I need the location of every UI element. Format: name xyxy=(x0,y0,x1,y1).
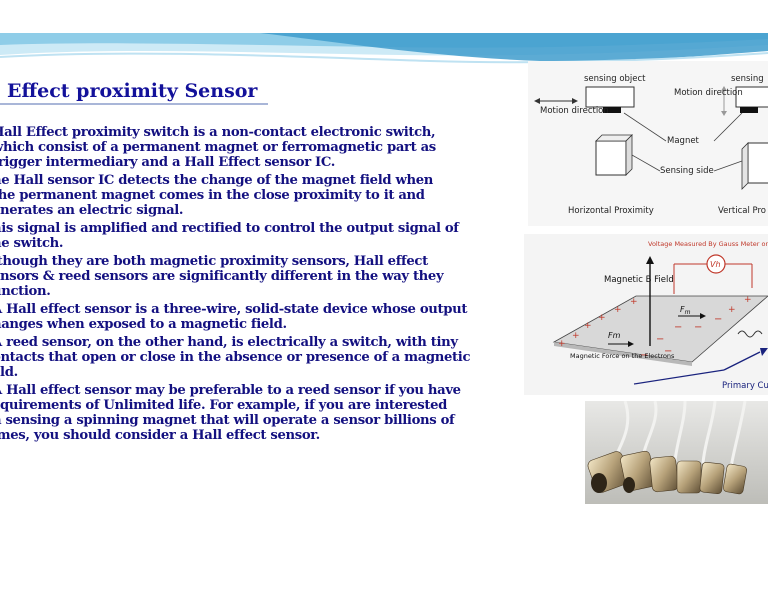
label-fm: Fm xyxy=(608,331,621,340)
proximity-diagram: sensing object sensing Motion direction … xyxy=(528,61,768,226)
bullet-line: trigger intermediary and a Hall Effect s… xyxy=(0,155,336,170)
bullet-line: his signal is amplified and rectified to… xyxy=(0,221,459,236)
header-wave-decoration xyxy=(0,33,768,64)
bullet-line: unction. xyxy=(0,284,51,299)
bullet-line: A reed sensor, on the other hand, is ele… xyxy=(0,335,458,350)
label-sensing-object: sensing object xyxy=(584,74,646,84)
bullet-line: imes, you should consider a Hall effect … xyxy=(0,428,320,443)
svg-text:−: − xyxy=(640,350,648,361)
label-primary-current: Primary Current xyxy=(722,381,768,391)
sensor-photo xyxy=(585,400,768,504)
svg-text:−: − xyxy=(714,314,722,325)
label-horizontal-proximity: Horizontal Proximity xyxy=(568,206,654,216)
bullet-line: he switch. xyxy=(0,236,64,251)
svg-text:−: − xyxy=(664,346,672,357)
bullet-line: n sensing a spinning magnet that will op… xyxy=(0,413,455,428)
hall-effect-diagram: Voltage Measured By Gauss Meter or Other… xyxy=(524,234,768,395)
bullet-line: ensors & reed sensors are significantly … xyxy=(0,269,444,284)
svg-text:−: − xyxy=(656,334,664,345)
svg-text:+: + xyxy=(598,313,606,323)
label-magnetic-field: Magnetic B Field xyxy=(604,275,674,285)
svg-text:+: + xyxy=(614,305,622,315)
bullet-item: A Hall effect sensor is a three-wire, so… xyxy=(0,302,492,332)
bullet-line: equirements of Unlimited life. For examp… xyxy=(0,398,447,413)
bullet-line: lthough they are both magnetic proximity… xyxy=(0,254,428,269)
label-vertical-proximity: Vertical Pro xyxy=(718,206,766,216)
bullet-line: the permanent magnet comes in the close … xyxy=(0,188,425,203)
svg-text:Fm: Fm xyxy=(680,305,691,316)
svg-text:Voltage Measured By Gauss Mete: Voltage Measured By Gauss Meter or Other… xyxy=(648,240,768,248)
bullet-line: ontacts that open or close in the absenc… xyxy=(0,350,471,365)
label-vh: Vh xyxy=(710,260,721,269)
title-underline xyxy=(0,103,268,105)
bullet-line: eld. xyxy=(0,365,18,380)
svg-text:+: + xyxy=(558,339,566,349)
svg-text:+: + xyxy=(630,297,638,307)
svg-text:−: − xyxy=(674,322,682,333)
label-sensing-side: Sensing side xyxy=(660,166,714,176)
bullet-line: which consist of a permanent magnet or f… xyxy=(0,140,436,155)
label-magnet: Magnet xyxy=(667,136,700,146)
label-motion-direction-right: Motion direction xyxy=(674,88,743,98)
bullet-item: Hall Effect proximity switch is a non-co… xyxy=(0,125,492,170)
label-motion-direction-left: Motion direction xyxy=(540,106,609,116)
bullet-item: lthough they are both magnetic proximity… xyxy=(0,254,492,299)
svg-text:+: + xyxy=(572,331,580,341)
bullet-item: his signal is amplified and rectified to… xyxy=(0,221,492,251)
label-magnetic-force: Magnetic Force on the Electrons xyxy=(570,352,675,360)
bullet-line: hanges when exposed to a magnetic field. xyxy=(0,317,287,332)
slide-title: ll Effect proximity Sensor xyxy=(0,80,258,102)
bullet-item: A Hall effect sensor may be preferable t… xyxy=(0,383,492,443)
bullet-line: enerates an electric signal. xyxy=(0,203,184,218)
label-sensing-object-right: sensing xyxy=(731,74,764,84)
svg-text:+: + xyxy=(744,295,752,305)
slide: ll Effect proximity Sensor Hall Effect p… xyxy=(0,33,768,511)
bullet-line: A Hall effect sensor may be preferable t… xyxy=(0,383,461,398)
bullet-line: he Hall sensor IC detects the change of … xyxy=(0,173,434,188)
svg-text:−: − xyxy=(694,322,702,333)
bullet-line: A Hall effect sensor is a three-wire, so… xyxy=(0,302,468,317)
svg-text:+: + xyxy=(584,321,592,331)
bullet-item: A reed sensor, on the other hand, is ele… xyxy=(0,335,492,380)
bullet-line: Hall Effect proximity switch is a non-co… xyxy=(0,125,436,140)
bullet-item: he Hall sensor IC detects the change of … xyxy=(0,173,492,218)
label-voltage-note: Voltage Measured By Gauss Meter or Other… xyxy=(648,240,768,248)
bullet-list: Hall Effect proximity switch is a non-co… xyxy=(0,125,492,446)
svg-text:Magnetic Force on the Electron: Magnetic Force on the Electrons xyxy=(570,352,675,360)
svg-text:+: + xyxy=(728,305,736,315)
